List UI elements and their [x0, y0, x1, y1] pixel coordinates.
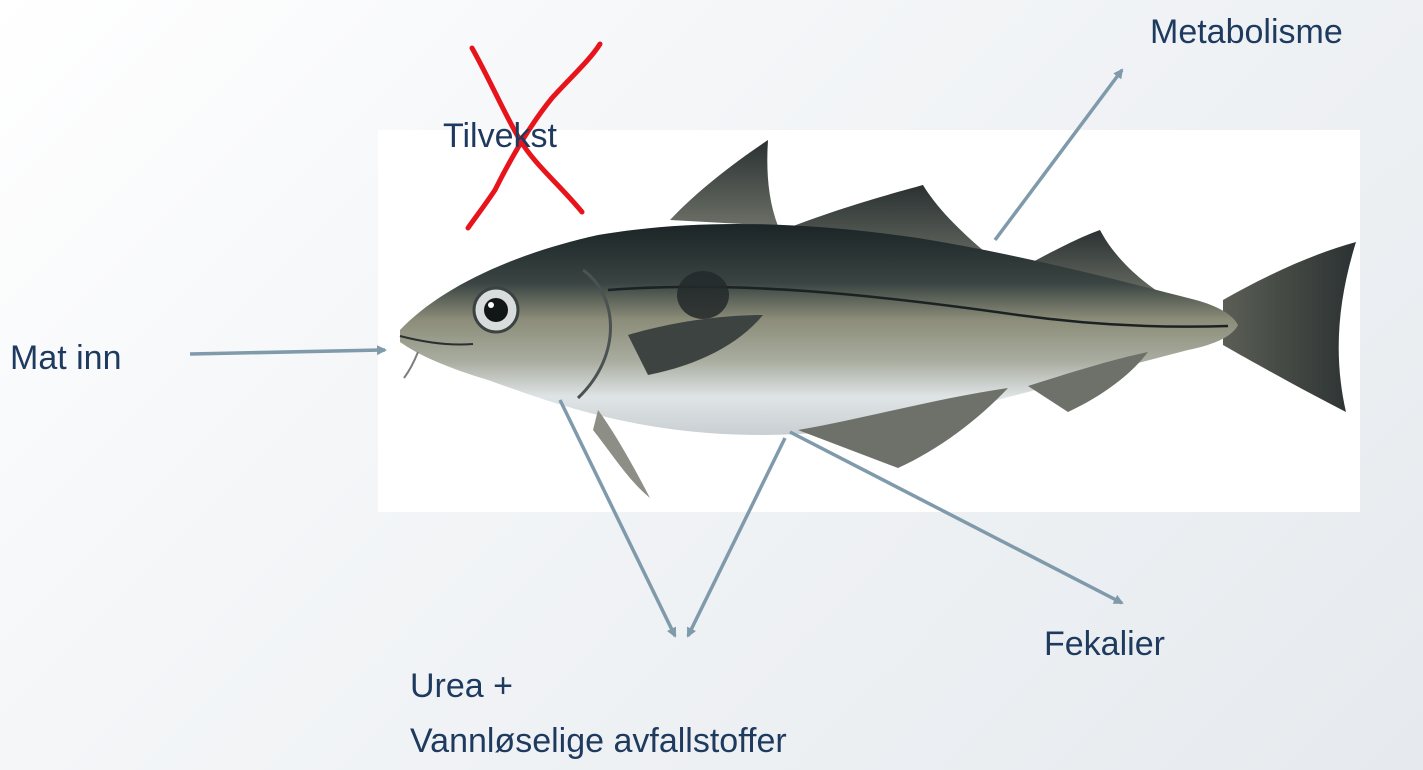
- label-metabolism: Metabolisme: [1150, 12, 1343, 52]
- label-waste-line2: Vannløselige avfallstoffer: [410, 721, 787, 761]
- label-feces: Fekalier: [1044, 624, 1165, 664]
- arrow-food-in: [190, 350, 385, 354]
- label-growth: Tilvekst: [443, 116, 557, 156]
- label-waste-line1: Urea +: [410, 666, 513, 706]
- arrow-waste-body: [688, 438, 785, 636]
- arrow-waste-gills: [560, 400, 675, 636]
- label-food-in: Mat inn: [10, 338, 122, 378]
- arrow-metabolism: [995, 70, 1122, 240]
- arrow-feces: [790, 432, 1122, 603]
